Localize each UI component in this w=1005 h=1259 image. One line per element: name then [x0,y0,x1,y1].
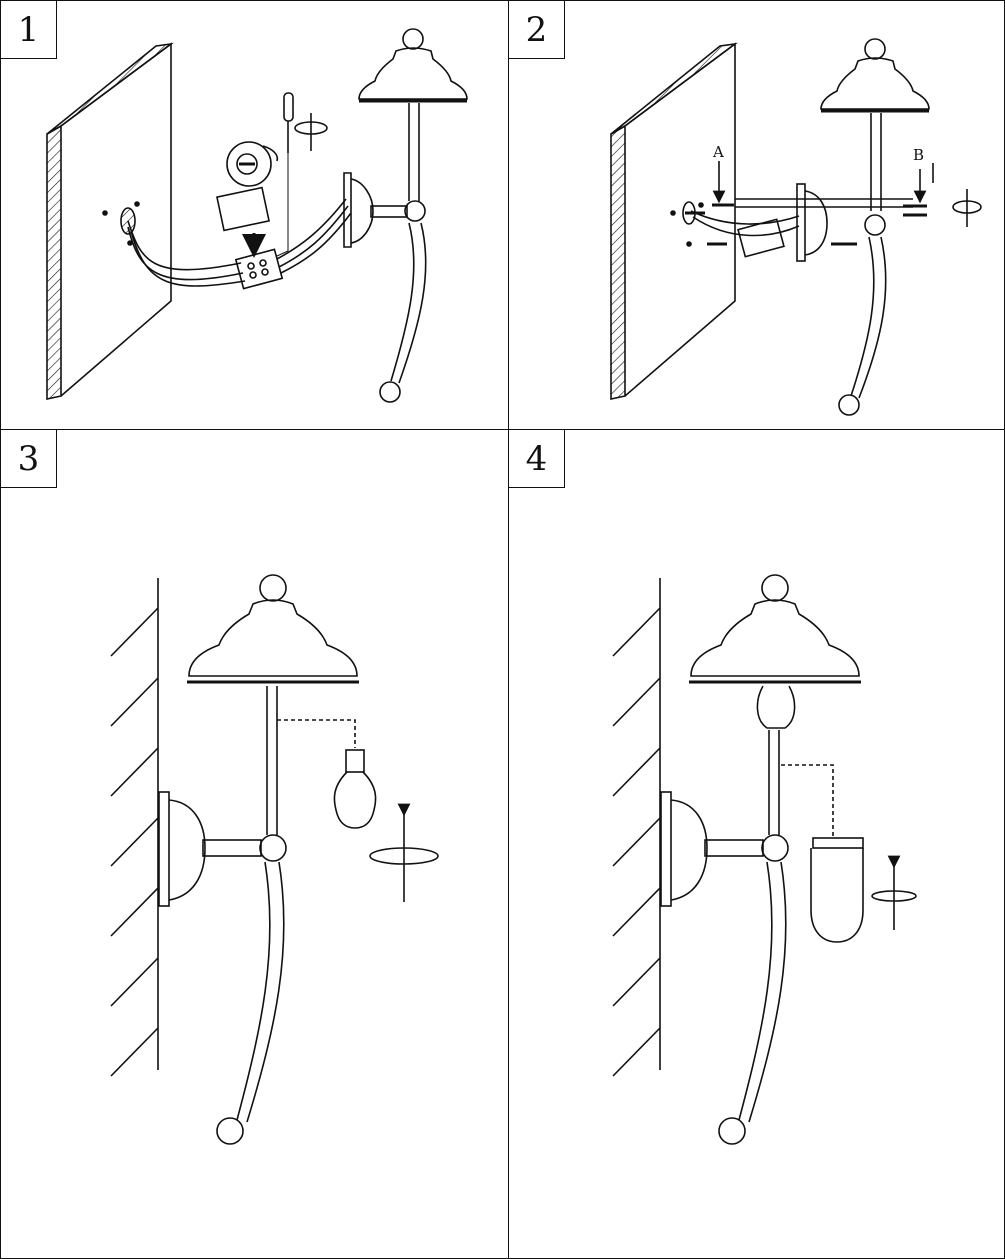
wall-slab [46,42,174,400]
rotate-arrow-icon [369,803,439,902]
insulation-sleeve [216,186,270,232]
terminal-screw-detail [226,141,279,187]
wall-slab [610,42,738,400]
installed-bulb-icon [756,685,796,729]
glass-cover-icon [810,837,864,943]
wall-section [110,578,159,1077]
label-b: B [913,146,924,164]
step-1-illustration [46,28,468,403]
wall-lamp [343,28,468,403]
wall-section [612,578,661,1077]
wall-lamp [158,574,359,1145]
step-2-illustration: A B [610,38,982,416]
terminal-block [234,248,284,290]
screwdriver-icon [276,92,328,257]
wall-lamp [660,574,861,1145]
light-bulb-icon [333,749,377,829]
screw-b-icon [831,163,982,246]
step-number-3: 3 [1,430,57,488]
step-4-panel: 4 [508,429,1005,1259]
label-a: A [712,143,724,161]
step-number-4: 4 [509,430,565,488]
step-4-illustration [612,574,917,1145]
step-3-panel: 3 [0,429,509,1259]
step-2-panel: 2 [508,0,1005,430]
rotate-arrow-icon [871,855,917,930]
step-number-1: 1 [1,1,57,59]
step-3-illustration [110,574,439,1145]
step-1-panel: 1 [0,0,509,430]
wall-lamp [820,38,930,416]
step-number-2: 2 [509,1,565,59]
mains-cable [127,220,246,287]
